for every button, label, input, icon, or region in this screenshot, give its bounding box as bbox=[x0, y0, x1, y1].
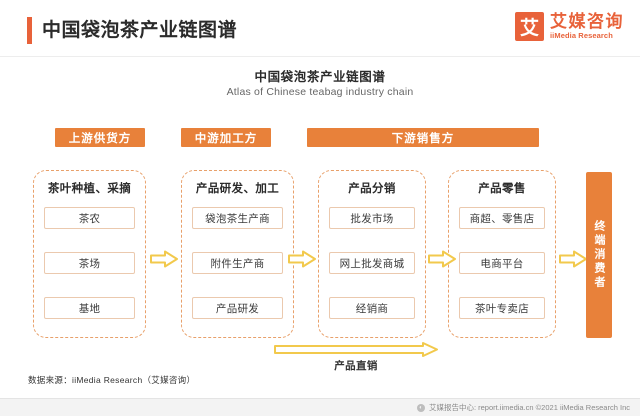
data-source-note: 数据来源：iiMedia Research（艾媒咨询） bbox=[28, 375, 196, 385]
node-teabag-manufacturer: 袋泡茶生产商 bbox=[192, 207, 283, 229]
node-tea-base: 基地 bbox=[44, 297, 135, 319]
logo-name-en: iiMedia Research bbox=[550, 31, 613, 41]
group-distribution: 产品分销 批发市场 网上批发商城 经销商 bbox=[318, 170, 426, 338]
logo-text: 艾媒咨询 iiMedia Research bbox=[550, 13, 624, 40]
flow-arrow-right-icon bbox=[559, 250, 587, 268]
logo-name-cn: 艾媒咨询 bbox=[550, 12, 624, 32]
chart-subtitle: Atlas of Chinese teabag industry chain bbox=[226, 86, 414, 98]
node-dealer: 经销商 bbox=[329, 297, 415, 319]
group-title-planting: 茶叶种植、采摘 bbox=[47, 183, 132, 195]
node-tea-specialty-shop: 茶叶专卖店 bbox=[459, 297, 545, 319]
flow-arrow-right-icon bbox=[150, 250, 178, 268]
app-header: 中国袋泡茶产业链图谱 艾 艾媒咨询 iiMedia Research bbox=[0, 0, 640, 57]
node-supermarket-retail: 商超、零售店 bbox=[459, 207, 545, 229]
node-tea-garden: 茶场 bbox=[44, 252, 135, 274]
flow-arrow-right-icon bbox=[428, 250, 456, 268]
logo-mark-icon: 艾 bbox=[515, 12, 544, 41]
page-title: 中国袋泡茶产业链图谱 bbox=[42, 20, 238, 41]
segment-label-downstream: 下游销售方 bbox=[307, 128, 539, 147]
group-title-distribution: 产品分销 bbox=[348, 183, 396, 195]
header-divider bbox=[0, 56, 640, 57]
segment-label-midstream: 中游加工方 bbox=[181, 128, 271, 147]
chart-title: 中国袋泡茶产业链图谱 bbox=[254, 70, 386, 84]
group-title-retail: 产品零售 bbox=[478, 183, 526, 195]
header-accent-bar bbox=[27, 17, 32, 44]
group-rd-processing: 产品研发、加工 袋泡茶生产商 附件生产商 产品研发 bbox=[181, 170, 294, 338]
node-tea-farmer: 茶农 bbox=[44, 207, 135, 229]
node-product-rd: 产品研发 bbox=[192, 297, 283, 319]
group-planting: 茶叶种植、采摘 茶农 茶场 基地 bbox=[33, 170, 146, 338]
direct-sales-label: 产品直销 bbox=[334, 360, 378, 372]
end-consumer-label: 终端消费者 bbox=[593, 220, 605, 290]
node-online-wholesale: 网上批发商城 bbox=[329, 252, 415, 274]
end-consumer-bar: 终端消费者 bbox=[586, 172, 612, 338]
node-wholesale-market: 批发市场 bbox=[329, 207, 415, 229]
direct-sales-arrow-icon bbox=[274, 342, 438, 357]
flow-arrow-right-icon bbox=[288, 250, 316, 268]
group-retail: 产品零售 商超、零售店 电商平台 茶叶专卖店 bbox=[448, 170, 556, 338]
brand-logo: 艾 艾媒咨询 iiMedia Research bbox=[515, 12, 624, 41]
node-accessory-maker: 附件生产商 bbox=[192, 252, 283, 274]
globe-icon: ◐ bbox=[416, 403, 425, 412]
group-title-rd-processing: 产品研发、加工 bbox=[195, 183, 280, 195]
footer-credit: ◐ 艾媒报告中心: report.iimedia.cn ©2021 iiMedi… bbox=[416, 402, 640, 413]
footer-bar: ◐ 艾媒报告中心: report.iimedia.cn ©2021 iiMedi… bbox=[0, 398, 640, 416]
node-ecommerce-platform: 电商平台 bbox=[459, 252, 545, 274]
footer-credit-text: 艾媒报告中心: report.iimedia.cn ©2021 iiMedia … bbox=[428, 403, 630, 412]
segment-label-upstream: 上游供货方 bbox=[55, 128, 145, 147]
